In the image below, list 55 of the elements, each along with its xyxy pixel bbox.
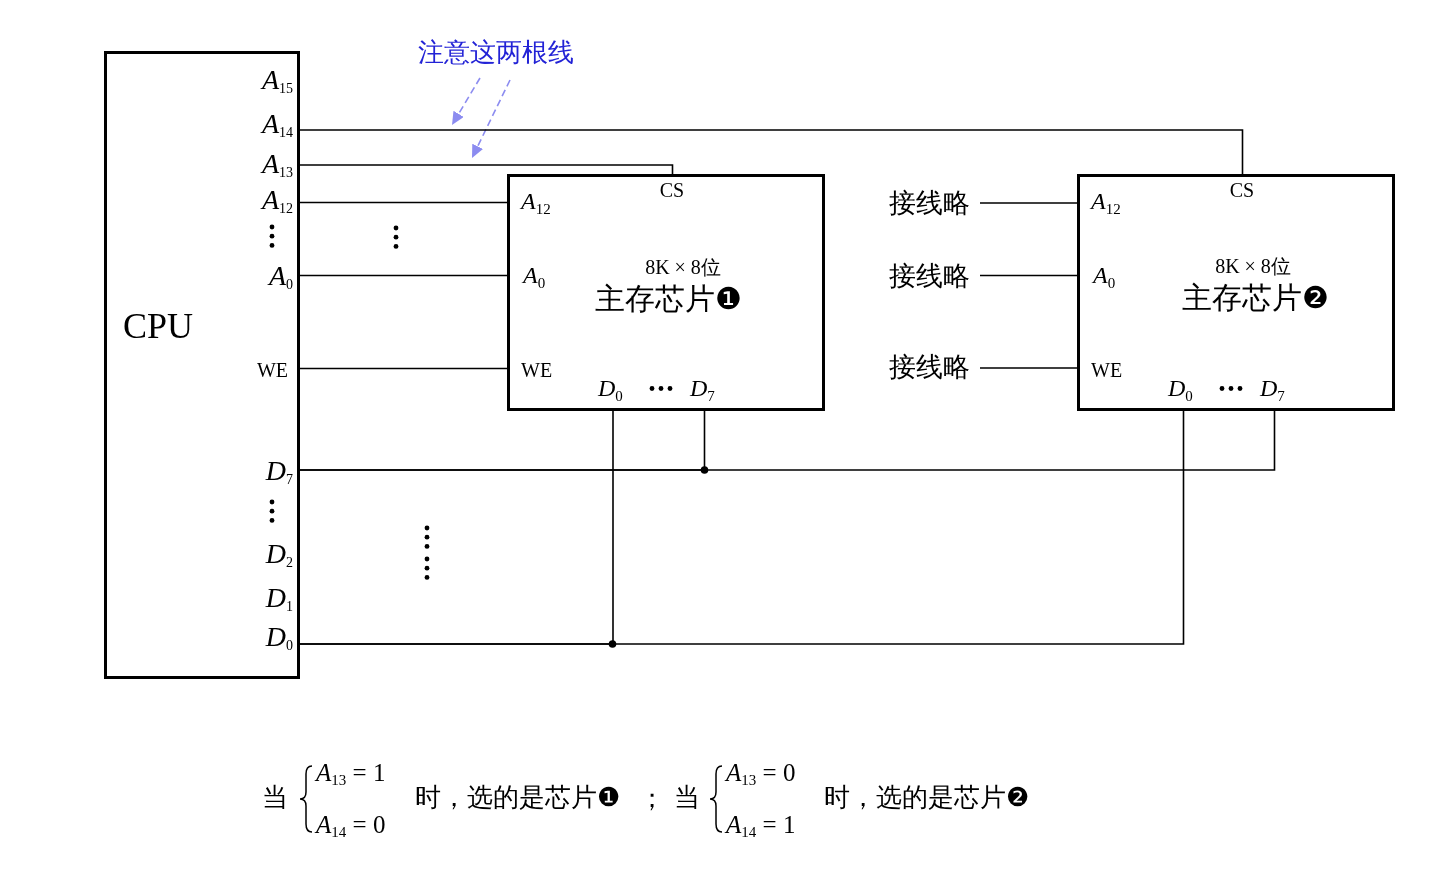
pin-label: D$_{7}$ <box>265 456 293 488</box>
wiring-note: 接线略 <box>889 189 970 217</box>
pin-label: WE <box>1091 360 1123 380</box>
wire <box>298 367 510 370</box>
wire <box>979 274 1080 277</box>
leader-arrow <box>471 79 511 159</box>
pin-label: A$_{13}$ <box>261 149 293 181</box>
wire <box>298 164 674 177</box>
formula-text: 当 <box>674 785 700 811</box>
chip-label: 主存芯片❷ <box>1181 283 1329 313</box>
pin-label: A$_{0}$ <box>1093 263 1116 291</box>
annotation-text: 注意这两根线 <box>418 40 574 66</box>
wiring-note: 接线略 <box>889 262 970 290</box>
pin-label: A$_{12}$ <box>1091 189 1121 217</box>
memory-chip-box <box>1077 174 1395 411</box>
pin-label: D$_{0}$ <box>598 376 623 404</box>
chip-label: 主存芯片❶ <box>594 284 742 314</box>
formula-text: A$_{14}$ = 0 <box>316 811 386 841</box>
pin-label: A$_{15}$ <box>261 65 293 97</box>
block-label: CPU <box>123 308 193 344</box>
pin-label: A$_{12}$ <box>261 185 293 217</box>
formula-text: 时，选的是芯片❷ <box>824 785 1029 811</box>
pin-label: A$_{12}$ <box>521 189 551 217</box>
pin-label: D$_{7}$ <box>1260 376 1285 404</box>
pin-label: D$_{1}$ <box>265 583 293 615</box>
wire <box>298 201 510 204</box>
pin-label: CS <box>659 180 685 200</box>
wire <box>979 201 1080 204</box>
formula-text: A$_{13}$ = 1 <box>316 759 386 789</box>
pin-label: CS <box>1229 180 1255 200</box>
pin-label: WE <box>521 360 553 380</box>
formula-text: 当 <box>262 785 288 811</box>
pin-label: A$_{14}$ <box>261 109 293 141</box>
wiring-note: 接线略 <box>889 353 970 381</box>
pin-label: A$_{0}$ <box>523 263 546 291</box>
pin-label: D$_{2}$ <box>265 539 293 571</box>
formula-text: ； <box>639 786 665 812</box>
pin-label: D$_{0}$ <box>265 622 293 654</box>
pin-label: WE <box>256 360 288 380</box>
formula-text: A$_{14}$ = 1 <box>726 811 796 841</box>
wire <box>298 129 1244 177</box>
wire <box>298 408 1276 471</box>
wire <box>298 408 1185 645</box>
formula-text: A$_{13}$ = 0 <box>726 759 796 789</box>
cpu-box <box>104 51 300 679</box>
pin-label: D$_{7}$ <box>690 376 715 404</box>
wire <box>979 367 1080 370</box>
wire <box>298 274 510 277</box>
capacity-label: 8K × 8位 <box>645 257 721 277</box>
pin-label: A$_{0}$ <box>268 261 293 293</box>
capacity-label: 8K × 8位 <box>1215 256 1291 276</box>
leader-arrow <box>451 77 481 126</box>
memory-chip-box <box>507 174 825 411</box>
formula-text: 时，选的是芯片❶ <box>415 785 620 811</box>
pin-label: D$_{0}$ <box>1168 376 1193 404</box>
